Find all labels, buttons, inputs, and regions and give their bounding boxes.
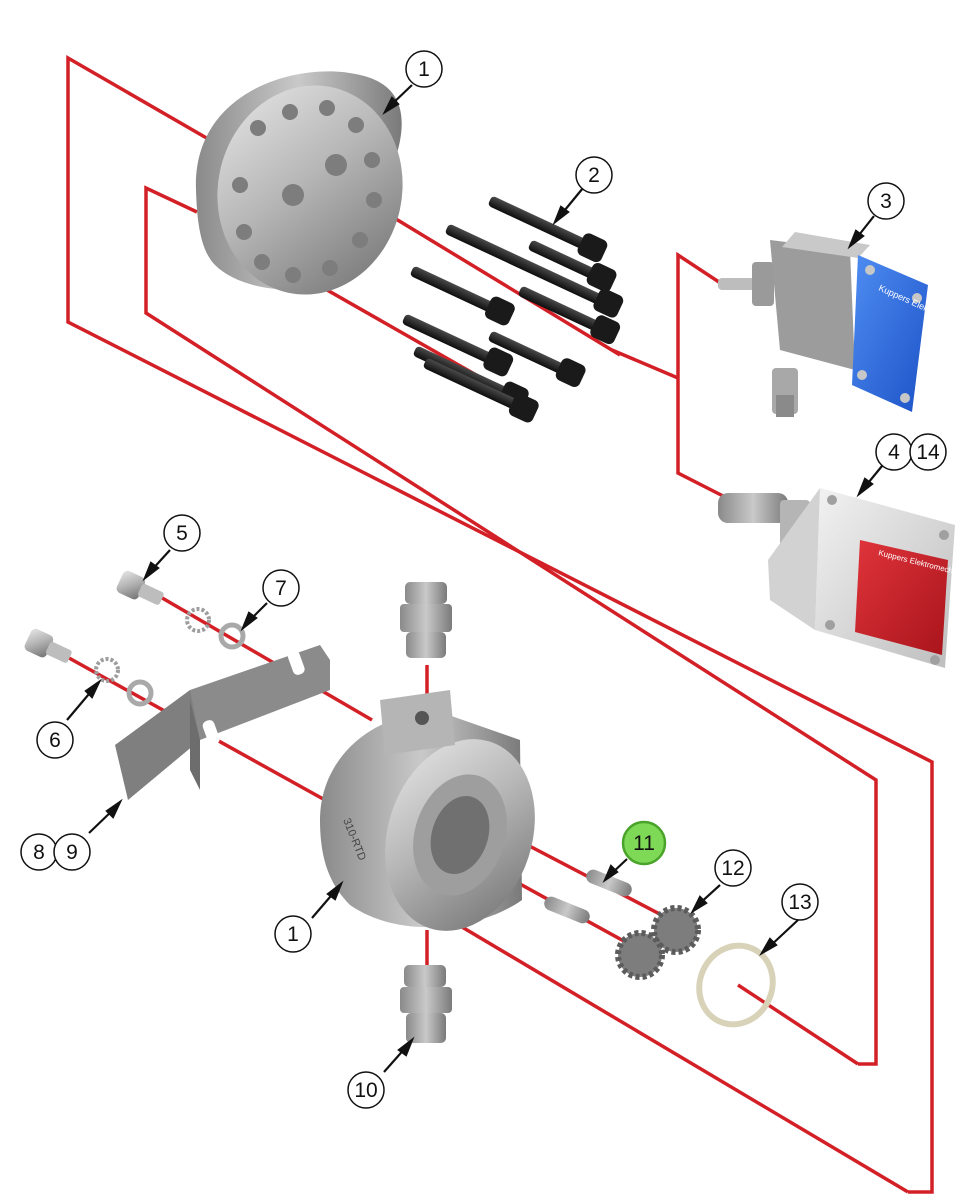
bolt <box>488 196 608 263</box>
bolt <box>402 314 514 377</box>
assembly-line-sensor-to-housing <box>611 348 679 380</box>
svg-text:14: 14 <box>916 441 940 464</box>
bolt <box>488 331 586 388</box>
part-fittings <box>400 582 452 1043</box>
bolt <box>445 224 624 318</box>
svg-text:12: 12 <box>721 857 744 880</box>
part-screws-washers <box>24 570 246 707</box>
assembly-line-sensor-link <box>676 378 726 499</box>
assembly-line-inner-loop <box>144 185 878 1066</box>
svg-text:9: 9 <box>66 841 78 864</box>
callouts: 1 2 3 4 14 5 7 6 <box>20 50 947 1109</box>
callout-8: 8 <box>20 833 58 871</box>
callout-1-top: 1 <box>405 50 443 88</box>
part-seal-ring <box>696 942 776 1028</box>
svg-text:8: 8 <box>33 841 45 864</box>
callout-7: 7 <box>262 569 300 607</box>
callout-9: 9 <box>53 833 91 871</box>
svg-text:5: 5 <box>176 522 188 545</box>
bolt <box>423 358 539 423</box>
svg-text:6: 6 <box>49 729 61 752</box>
washer-lower <box>126 679 154 707</box>
svg-text:13: 13 <box>788 891 811 914</box>
callout-4: 4 <box>875 433 913 471</box>
callout-5: 5 <box>163 514 201 552</box>
callout-leaders <box>66 84 883 1073</box>
callout-14: 14 <box>909 433 947 471</box>
part-housing-main: 310-RTD <box>320 690 535 931</box>
washer-upper <box>218 622 246 650</box>
bolt <box>518 286 621 345</box>
assembly-lines <box>59 54 934 1194</box>
svg-text:1: 1 <box>418 58 430 81</box>
part-pins <box>544 869 632 924</box>
lock-washer-upper <box>185 607 211 633</box>
callout-12: 12 <box>714 849 752 887</box>
assembly-line-outer-loop <box>66 54 934 1194</box>
assembly-line-screw-5 <box>144 586 373 722</box>
svg-text:1: 1 <box>287 923 299 946</box>
callout-1-bottom: 1 <box>274 915 312 953</box>
svg-text:11: 11 <box>633 832 655 855</box>
bolt <box>410 266 515 326</box>
assembly-line-housing-to-bottom <box>429 906 909 1194</box>
svg-text:10: 10 <box>354 1079 377 1102</box>
svg-text:4: 4 <box>888 441 900 464</box>
callout-6: 6 <box>36 721 74 759</box>
lock-washer-lower <box>94 657 120 683</box>
part-gears <box>615 905 701 980</box>
callout-10: 10 <box>347 1071 385 1109</box>
callout-3: 3 <box>867 182 905 220</box>
assembly-line-sensor-bracket <box>676 251 729 378</box>
bolt <box>528 240 617 292</box>
screw-6 <box>24 628 72 663</box>
svg-text:3: 3 <box>880 190 892 213</box>
callout-2: 2 <box>575 156 613 194</box>
part-housing-block-top <box>195 71 403 295</box>
svg-text:2: 2 <box>588 164 600 187</box>
callout-11: 11 <box>621 820 667 866</box>
part-sensor-blue: Kuppers Elektromechanik <box>718 232 969 417</box>
callout-13: 13 <box>781 883 819 921</box>
screw-5 <box>116 570 164 605</box>
assembly-line-ring-13 <box>737 983 859 1066</box>
part-bolts <box>402 196 624 423</box>
part-sensor-red-plate: Kuppers Elektromechanik GmbH <box>718 488 969 668</box>
part-bracket <box>115 645 330 800</box>
svg-text:7: 7 <box>275 577 287 600</box>
